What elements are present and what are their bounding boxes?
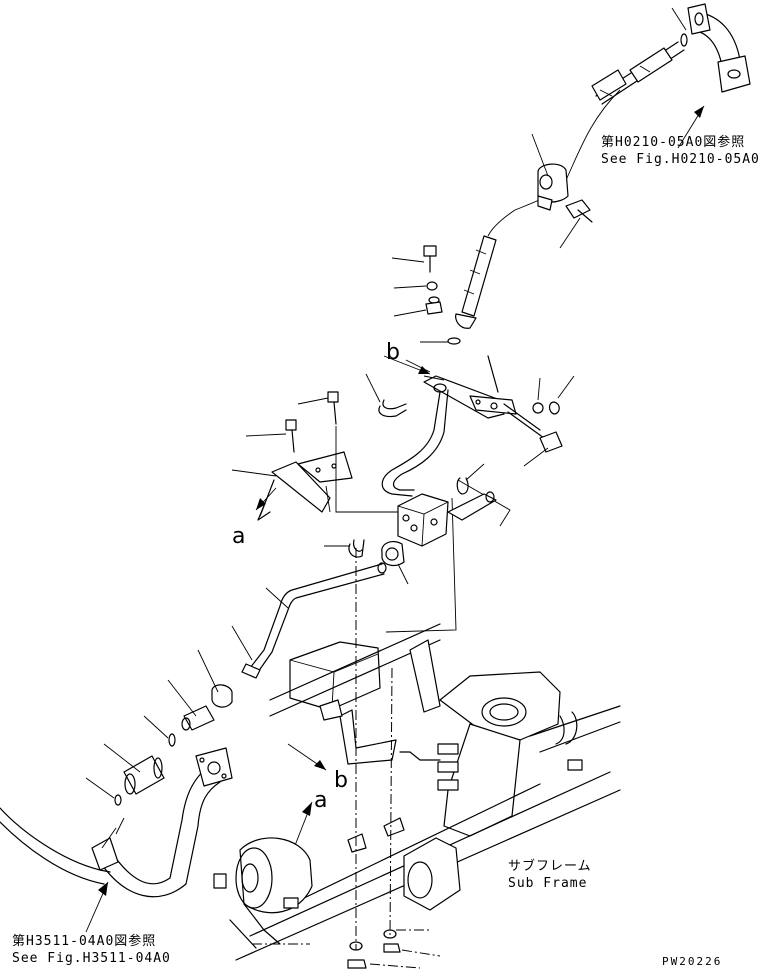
drawing-code: PW20226 <box>662 955 723 968</box>
u-clip-left <box>324 539 365 558</box>
middle-hose <box>455 235 497 329</box>
top-elbow-fitting <box>671 3 751 93</box>
filter-canister <box>213 837 313 949</box>
view-mark-b-lower: b <box>334 768 348 793</box>
reference-bottom-left-jp: 第H3511-04A0図参照 <box>12 934 157 949</box>
pipe-bracket-assembly <box>381 355 575 497</box>
machine-frame <box>235 623 621 961</box>
lower-fittings <box>85 649 233 806</box>
hose-clamp-middle <box>381 540 409 585</box>
reference-top-right-jp: 第H0210-05A0図参照 <box>601 135 746 150</box>
view-mark-a-lower: a <box>314 788 328 813</box>
lower-elbow-pipe <box>0 747 233 898</box>
reference-arrows <box>85 105 705 933</box>
subframe-label-jp: サブフレーム <box>508 859 592 874</box>
reference-bottom-left-en: See Fig.H3511-04A0 <box>12 951 171 966</box>
mounting-bracket-left <box>231 451 353 521</box>
view-mark-a-left: a <box>232 524 246 549</box>
valve-block <box>397 463 497 547</box>
leader-lines-center <box>325 426 511 633</box>
reference-top-right-en: See Fig.H0210-05A0 <box>601 152 760 167</box>
hook-bolt <box>365 373 407 418</box>
bolt-upper-right <box>559 199 593 249</box>
bolts-left-pair <box>245 391 339 453</box>
return-pipe <box>231 562 387 679</box>
view-mark-b-upper: b <box>386 340 400 365</box>
center-lines <box>252 548 441 969</box>
hose-clamp-upper <box>531 133 569 211</box>
bolt-stack-left <box>391 245 461 345</box>
upper-hose <box>487 41 685 237</box>
subframe-label-en: Sub Frame <box>508 876 588 891</box>
